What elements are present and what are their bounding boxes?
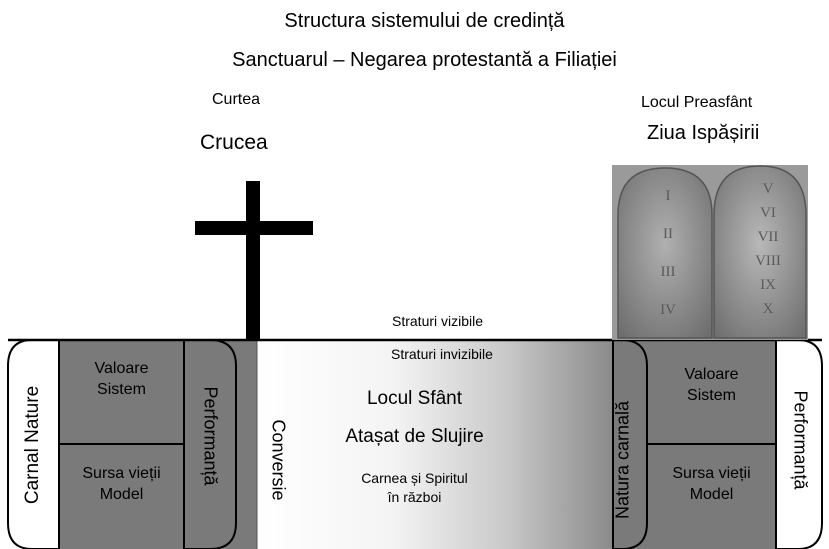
tablet-right	[713, 165, 807, 339]
left-value-system-label: Valoare Sistem	[94, 360, 149, 398]
tablet-left-numeral-4: IV	[660, 302, 676, 318]
right-carnal-nature-label: Natura carnală	[612, 400, 633, 520]
tablet-right-numeral-4: VIII	[755, 253, 781, 269]
right-value-system-label: Valoare Sistem	[684, 366, 739, 404]
cross-horizontal	[195, 221, 313, 235]
left-performance-label: Performanță	[200, 386, 221, 486]
diagram-subtitle: Sanctuarul – Negarea protestantă a Filia…	[232, 49, 617, 71]
attached-to-ministry-label: Atașat de Slujire	[345, 426, 484, 447]
diagram-title: Structura sistemului de credință	[284, 10, 565, 32]
tablet-right-numeral-2: VI	[760, 205, 776, 221]
tablet-left-numeral-3: III	[661, 264, 676, 280]
invisible-layers-label: Straturi invizibile	[391, 346, 493, 362]
right-life-source-label: Sursa vieții Model	[672, 465, 751, 503]
cross-label: Crucea	[200, 131, 268, 154]
court-label: Curtea	[212, 91, 261, 108]
tablet-right-numeral-5: IX	[760, 277, 776, 293]
tablet-right-numerals: V VI VII VIII IX X	[755, 181, 781, 317]
holy-place-region	[257, 340, 613, 549]
left-life-source-label: Sursa vieții Model	[82, 465, 161, 503]
visible-layers-label: Straturi vizibile	[392, 313, 484, 329]
left-carnal-nature-label: Carnal Nature	[22, 385, 43, 505]
flesh-spirit-label: Carnea și Spiritul în război	[361, 470, 468, 505]
right-performance-label: Performanță	[790, 390, 811, 490]
tablet-left	[617, 167, 713, 339]
conversion-label: Conversie	[268, 419, 289, 501]
tablet-left-numeral-1: I	[666, 188, 671, 204]
holy-place-label: Locul Sfânt	[366, 388, 463, 409]
tablet-right-numeral-6: X	[763, 301, 774, 317]
tablet-right-numeral-3: VII	[758, 229, 779, 245]
tablet-left-numeral-2: II	[663, 226, 673, 242]
most-holy-place-label: Locul Preasfânt	[641, 94, 753, 111]
tablet-right-numeral-1: V	[763, 181, 774, 197]
cross-vertical	[246, 181, 260, 340]
day-of-atonement-label: Ziua Ispășirii	[647, 122, 760, 144]
